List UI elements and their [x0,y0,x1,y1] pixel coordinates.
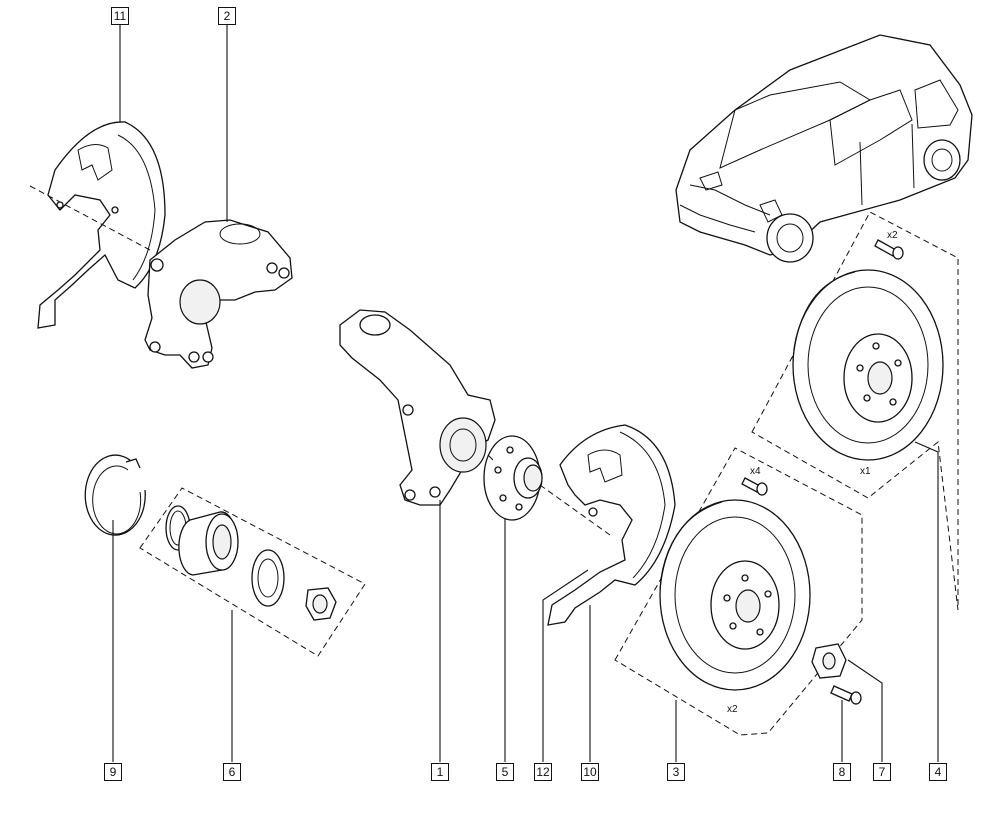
bolt-bottom [830,685,862,705]
knuckle-center [339,309,496,506]
callout-10: 10 [581,763,599,781]
callout-8: 8 [833,763,851,781]
knuckle-top [144,219,293,369]
callout-2: 2 [218,7,236,25]
callout-7: 7 [873,763,891,781]
leader-lines [112,25,939,762]
callout-1: 1 [431,763,449,781]
brake-disc-bottom [659,499,811,691]
car-illustration [675,34,973,263]
nut [811,643,847,679]
callout-5: 5 [496,763,514,781]
screw-top [874,239,904,260]
callout-6: 6 [223,763,241,781]
callout-3: 3 [667,763,685,781]
qty-screw-top: x2 [887,230,898,241]
wheel-hub [483,435,543,521]
brake-disc-top [792,269,944,461]
qty-disc-top: x1 [860,466,871,477]
callout-12: 12 [534,763,552,781]
qty-disc-bottom: x2 [727,704,738,715]
bearing-kit [165,505,337,621]
callout-11: 11 [111,7,129,25]
bolt-mid [741,477,768,496]
circlip [84,454,146,536]
splash-shield-top [29,121,166,329]
callout-4: 4 [929,763,947,781]
qty-bolt-mid: x4 [750,466,761,477]
callout-9: 9 [104,763,122,781]
splash-shield-center [539,424,676,626]
